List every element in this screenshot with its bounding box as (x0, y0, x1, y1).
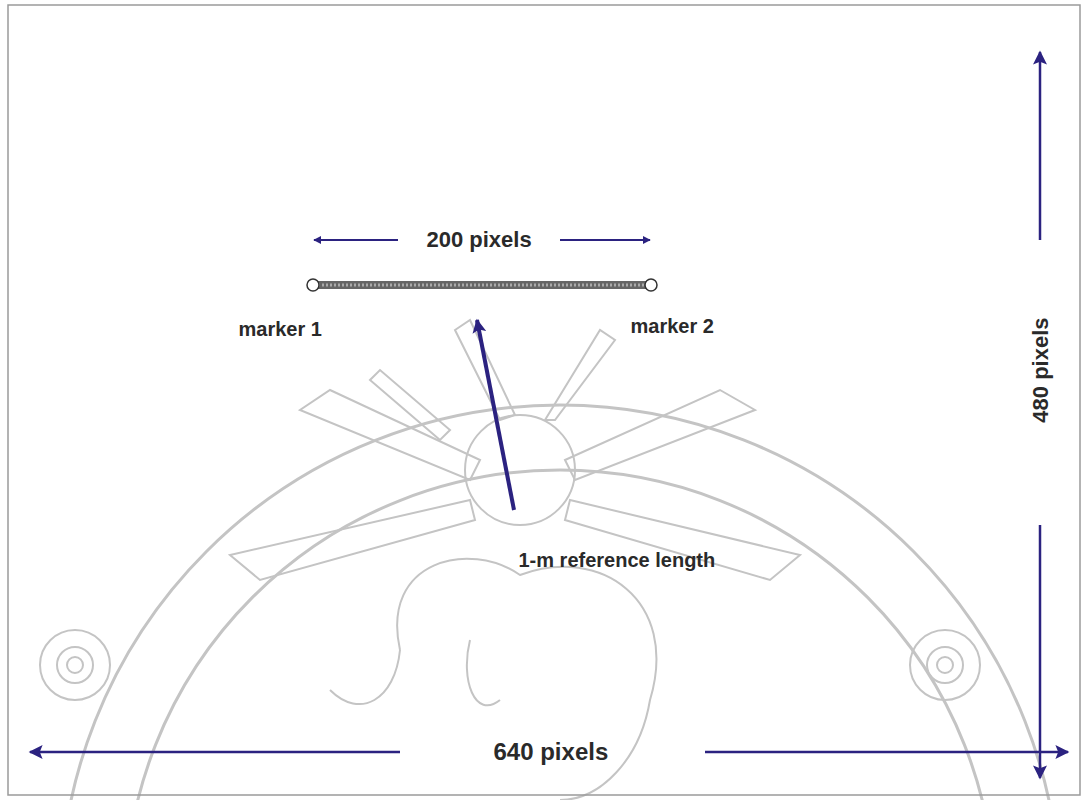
reference-label: 1-m reference length (516, 549, 719, 571)
dimension-arrow (705, 751, 1068, 754)
marker-label: marker 1 (236, 318, 325, 340)
reference-bar (314, 281, 650, 289)
watermark-rays (230, 320, 800, 580)
dimension-arrow (314, 239, 398, 241)
dimension-arrow (1039, 52, 1042, 240)
watermark-flower (40, 630, 110, 700)
dimension-label: 480 pixels (1028, 315, 1052, 426)
dimension-label: 640 pixels (491, 739, 612, 765)
frame-border (8, 5, 1080, 795)
dimension-arrow (560, 239, 650, 241)
dimension-arrow (30, 751, 400, 754)
marker-dot (645, 279, 657, 291)
dimension-arrow (1039, 525, 1042, 778)
watermark-ring (60, 405, 1060, 800)
watermark-flower (910, 630, 980, 700)
marker-label: marker 2 (628, 315, 717, 337)
watermark-elephant (330, 559, 656, 800)
reference-bar-texture (314, 284, 650, 287)
pointer-arrow (477, 320, 514, 510)
watermark-ring (125, 470, 995, 800)
dimension-label: 200 pixels (424, 228, 535, 252)
watermark-sun (465, 415, 575, 525)
marker-dot (307, 279, 319, 291)
watermark-emblem (40, 320, 1060, 800)
